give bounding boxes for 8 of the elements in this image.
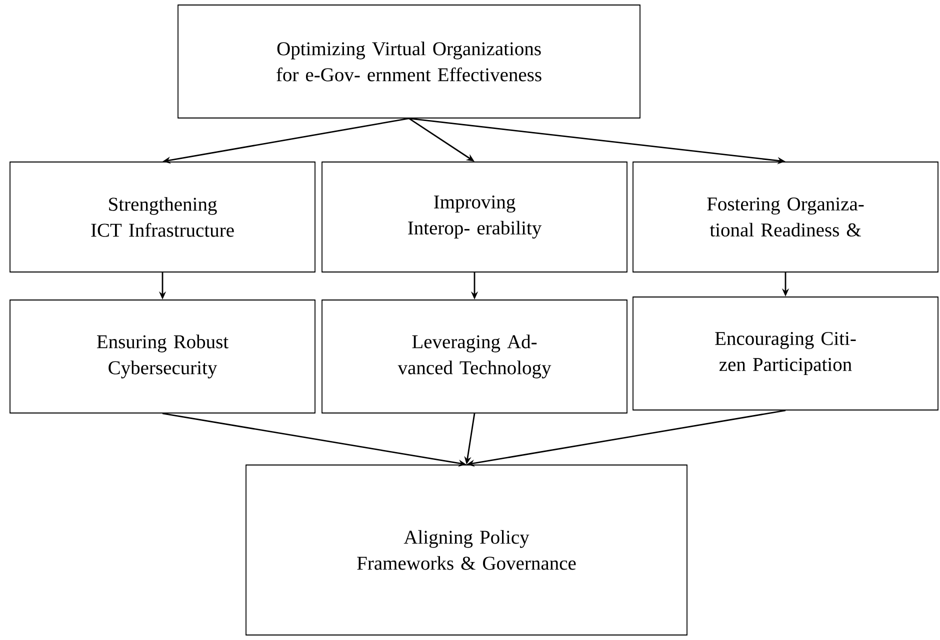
process-box: Optimizing Virtual Organizations for e-Gov- ernment Effectiveness [178, 4, 640, 118]
process-box: Improving Interop- erability [322, 162, 628, 272]
process-box: Leveraging Ad- vanced Technology [322, 300, 628, 414]
process-box: Fostering Organiza- tional Readiness & [632, 162, 938, 272]
process-box: Strengthening ICT Infrastructure [10, 162, 316, 272]
process-box: Aligning Policy Frameworks & Governance [246, 464, 688, 636]
process-box: Ensuring Robust Cybersecurity [10, 300, 316, 414]
process-box: Encouraging Citi- zen Participation [632, 296, 938, 410]
